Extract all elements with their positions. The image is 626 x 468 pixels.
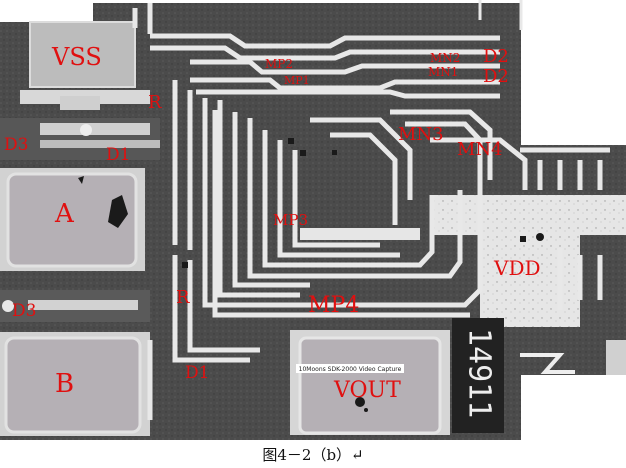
- label-mn1: MN1: [428, 65, 458, 79]
- diode-strip-bottom: [0, 290, 150, 322]
- component-labels: VSS R D3 D1 A MP2 MP1 MN2 MN1 D2 D2 MN3 …: [4, 43, 541, 403]
- label-vss: VSS: [51, 43, 102, 71]
- label-d2-bottom: D2: [483, 66, 509, 87]
- label-vdd: VDD: [493, 256, 541, 280]
- label-mp2: MP2: [265, 57, 293, 71]
- label-r-top: R: [148, 92, 162, 113]
- chip-micrograph: 14911 10Moons SDK-2000 Video Capture VSS…: [0, 0, 626, 440]
- label-d1-top: D1: [106, 145, 130, 165]
- label-a: A: [54, 199, 75, 229]
- vout-pad: [290, 330, 450, 435]
- label-mp4: MP4: [308, 293, 359, 318]
- label-mn2: MN2: [430, 51, 460, 65]
- vdd-region: [300, 195, 626, 327]
- metal-traces: [132, 0, 610, 420]
- figure-caption: 图4－2（b）↵: [262, 446, 364, 464]
- pad-a: [0, 168, 145, 271]
- chip-id-text: 14911: [462, 328, 497, 418]
- label-d1-bottom: D1: [185, 363, 209, 383]
- label-mn4: MN4: [457, 139, 503, 160]
- diode-strip-top: [0, 118, 160, 160]
- label-d2-top: D2: [483, 46, 509, 67]
- label-d3-bottom: D3: [12, 301, 36, 321]
- label-mn3: MN3: [398, 124, 444, 145]
- vss-pad: [20, 21, 150, 110]
- label-vout: VOUT: [333, 378, 401, 403]
- capture-banner-text: 10Moons SDK-2000 Video Capture: [299, 366, 402, 373]
- label-r-bottom: R: [176, 287, 190, 308]
- label-b: B: [55, 369, 74, 399]
- label-mp3: MP3: [273, 211, 308, 229]
- label-d3-top: D3: [4, 135, 28, 155]
- contacts: [182, 138, 544, 268]
- pad-b: [0, 332, 150, 436]
- capture-banner: 10Moons SDK-2000 Video Capture: [296, 364, 404, 373]
- label-mp1: MP1: [284, 74, 310, 87]
- chip-id-marking: 14911: [452, 318, 626, 433]
